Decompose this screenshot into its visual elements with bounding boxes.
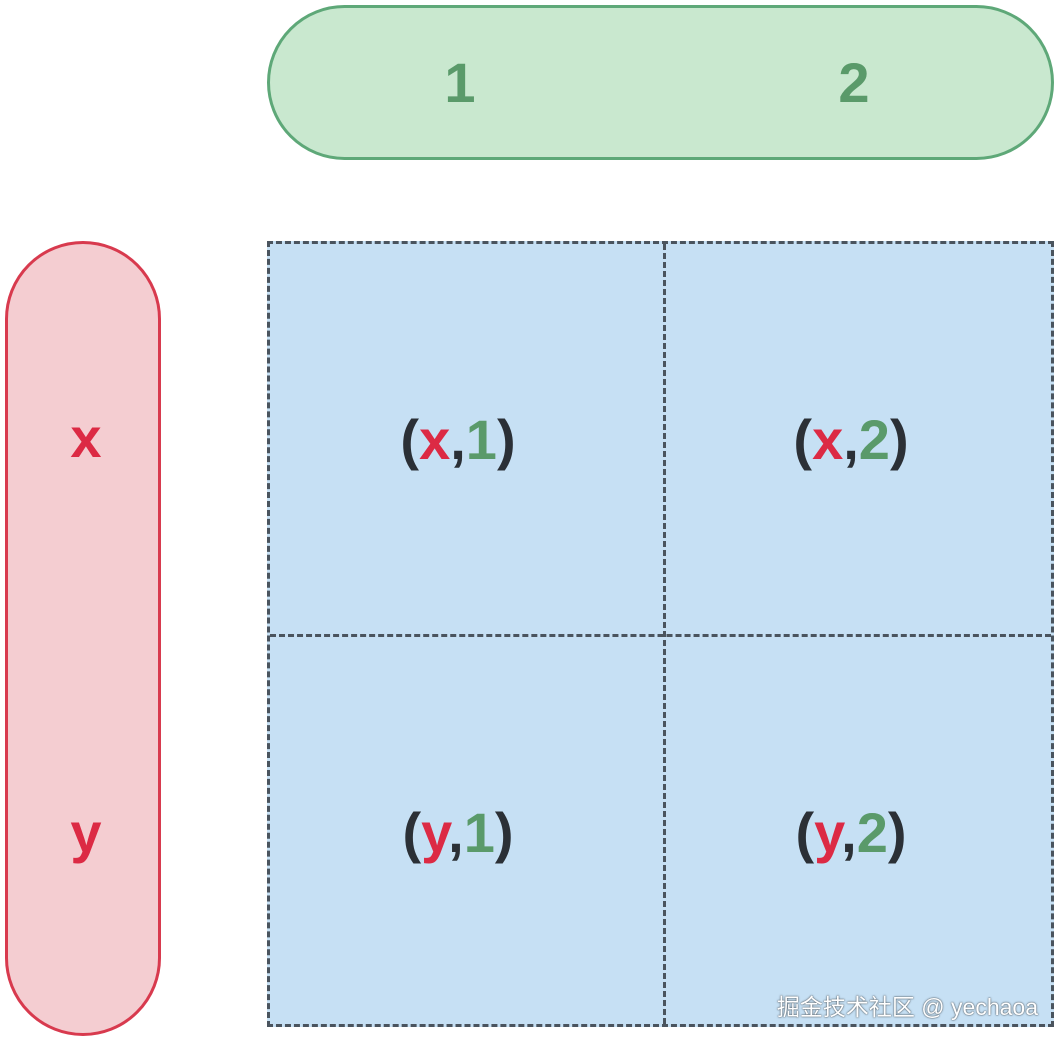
watermark: 掘金技术社区 @ yechaoa <box>776 994 1038 1020</box>
row-label-y: y <box>70 801 102 864</box>
grid-divider-horizontal <box>270 634 1051 637</box>
cell-x-1: (x,1) <box>400 408 516 471</box>
row-set-pill <box>5 241 161 1036</box>
product-grid <box>267 241 1054 1027</box>
cell-y-1: (y,1) <box>402 801 514 864</box>
cell-y-2: (y,2) <box>795 801 907 864</box>
column-label-2: 2 <box>838 51 870 114</box>
column-label-1: 1 <box>444 51 476 114</box>
row-label-x: x <box>70 406 102 469</box>
cell-x-2: (x,2) <box>793 408 909 471</box>
column-set-pill <box>267 5 1054 160</box>
